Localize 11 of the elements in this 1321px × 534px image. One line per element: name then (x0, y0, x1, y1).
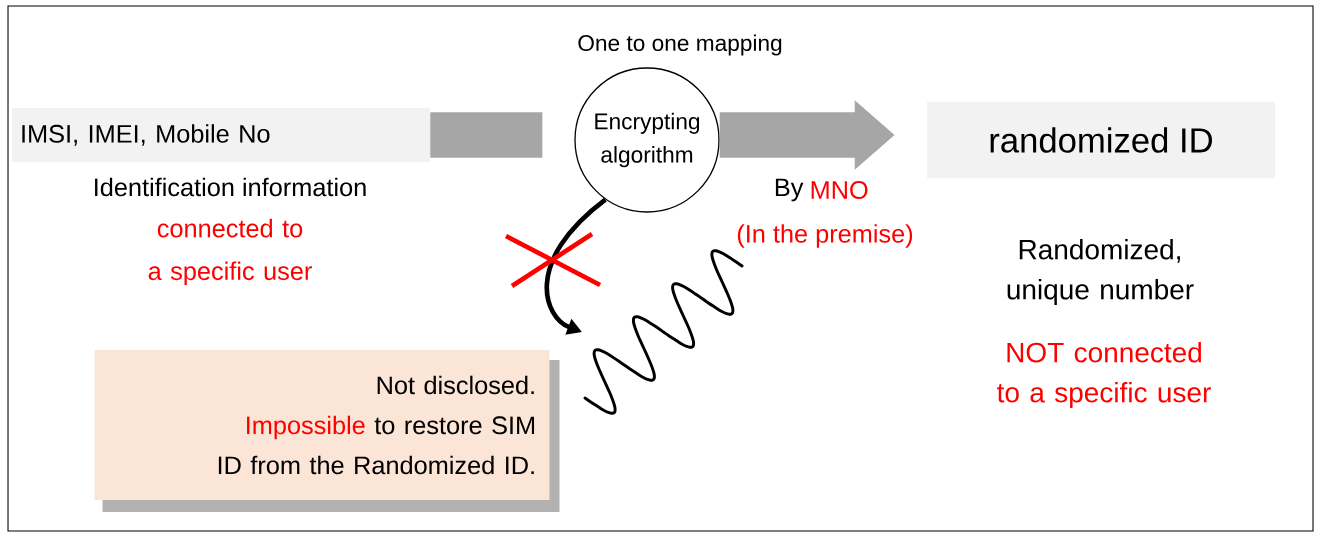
description-text: connected to a specific user (148, 218, 312, 286)
label-box: randomized ID (927, 102, 1275, 178)
arrow (544, 197, 607, 335)
label-box: IMSI, IMEI, Mobile No (12, 108, 430, 162)
description-text: NOT connected to a specific user (997, 341, 1211, 409)
caption-text: By (775, 178, 804, 202)
description-text: Randomized, unique number (1007, 238, 1194, 306)
caption-text: MNO (811, 181, 868, 199)
wave-drawing (583, 249, 744, 415)
note-box: Not disclosed. Impossible to restore SIM ID from the Randomized ID. (94, 350, 560, 512)
caption-text: (In the premise) (737, 224, 913, 248)
